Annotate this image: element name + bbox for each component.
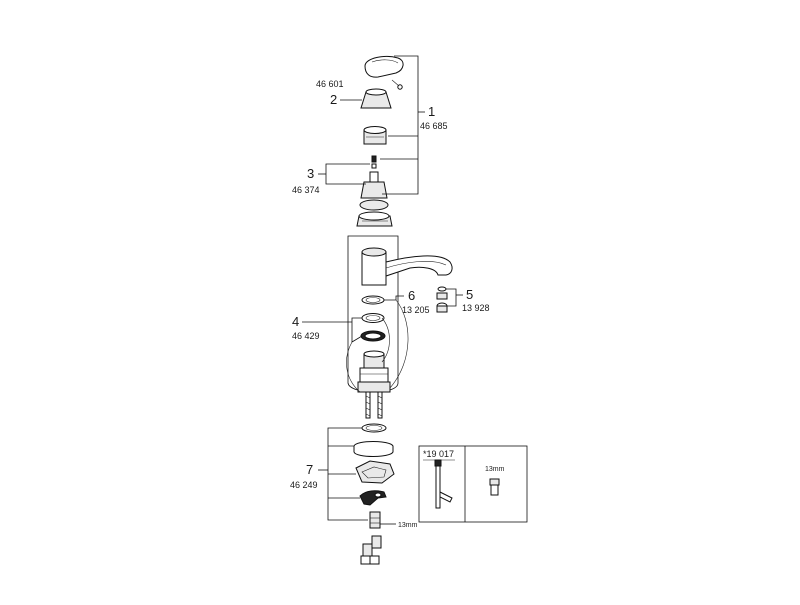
callout-4: 4 46 429 bbox=[292, 314, 320, 341]
faucet-body-spout bbox=[347, 235, 453, 393]
socket-adapter bbox=[489, 478, 500, 496]
callout-part-no: 46 374 bbox=[292, 185, 320, 195]
callout-1: 1 46 685 bbox=[420, 104, 448, 131]
adapter-ring bbox=[363, 126, 387, 145]
callout-number: 5 bbox=[466, 287, 473, 302]
tool-size-label: 13mm bbox=[485, 466, 505, 473]
callout-part-no: 46 685 bbox=[420, 121, 448, 131]
callout-6: 6 13 205 bbox=[402, 288, 430, 315]
set-screw bbox=[371, 155, 377, 169]
handle-cap bbox=[360, 88, 392, 109]
leader-lines bbox=[302, 55, 463, 525]
callout-3: 3 46 374 bbox=[292, 166, 320, 195]
callout-5: 5 13 928 bbox=[462, 287, 490, 313]
callout-number: 6 bbox=[408, 288, 415, 303]
callout-part-no: 46 249 bbox=[290, 480, 318, 490]
tool-box: *19 017 13mm bbox=[418, 445, 528, 523]
callout-7: 7 46 249 bbox=[290, 462, 318, 490]
callout-number: 7 bbox=[306, 462, 313, 477]
cartridge-nut bbox=[356, 211, 393, 227]
callout-number: 2 bbox=[330, 92, 337, 107]
wrench-size-label: 13mm bbox=[398, 522, 418, 529]
lever-handle bbox=[364, 55, 404, 90]
mounting-kit bbox=[353, 423, 395, 529]
aerator bbox=[436, 286, 448, 313]
callout-number: 3 bbox=[307, 166, 314, 181]
hex-key-tool bbox=[434, 459, 453, 509]
threaded-base bbox=[357, 350, 391, 419]
callout-part-no: 13 928 bbox=[462, 303, 490, 313]
hose-connectors bbox=[360, 535, 382, 565]
callout-number: 4 bbox=[292, 314, 299, 329]
mounting-studs bbox=[365, 391, 383, 419]
cartridge bbox=[359, 171, 389, 211]
callout-number: 1 bbox=[428, 104, 435, 119]
callout-part-no: 46 601 bbox=[316, 79, 344, 89]
body-seals bbox=[360, 295, 386, 342]
callout-part-no: 13 205 bbox=[402, 305, 430, 315]
callout-2: 46 601 2 bbox=[316, 79, 344, 107]
callout-part-no: 46 429 bbox=[292, 331, 320, 341]
tool-part-no: *19 017 bbox=[423, 449, 454, 459]
